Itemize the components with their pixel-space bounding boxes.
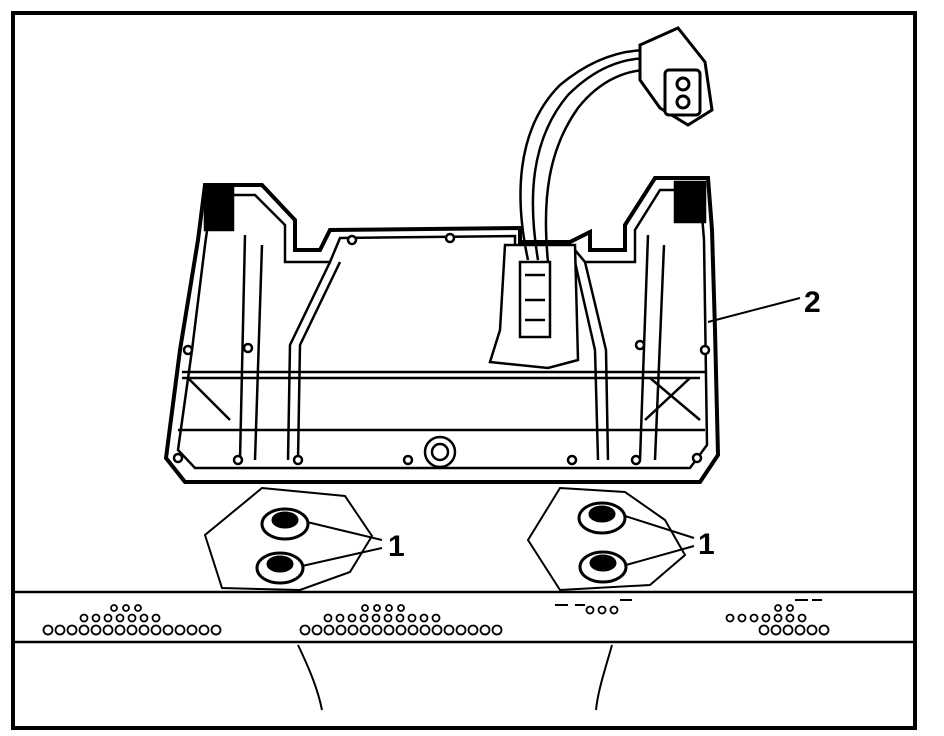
nut-right-lower — [578, 550, 628, 584]
callout-label-1-right: 1 — [698, 528, 715, 561]
callout-label-1-left: 1 — [388, 530, 405, 563]
leader-lines — [301, 297, 801, 567]
nut-left-upper — [260, 507, 310, 541]
lamp-housing — [163, 176, 721, 484]
callout-label-2: 2 — [804, 286, 821, 319]
nut-right-upper — [577, 501, 627, 535]
fastener-nuts — [255, 501, 628, 585]
nut-left-lower — [255, 551, 305, 585]
panel-perforations — [42, 599, 830, 636]
electrical-connector — [638, 26, 714, 127]
wiring-harness — [519, 48, 657, 263]
mounting-surface — [15, 590, 913, 711]
mounting-bracket-right — [526, 486, 687, 592]
